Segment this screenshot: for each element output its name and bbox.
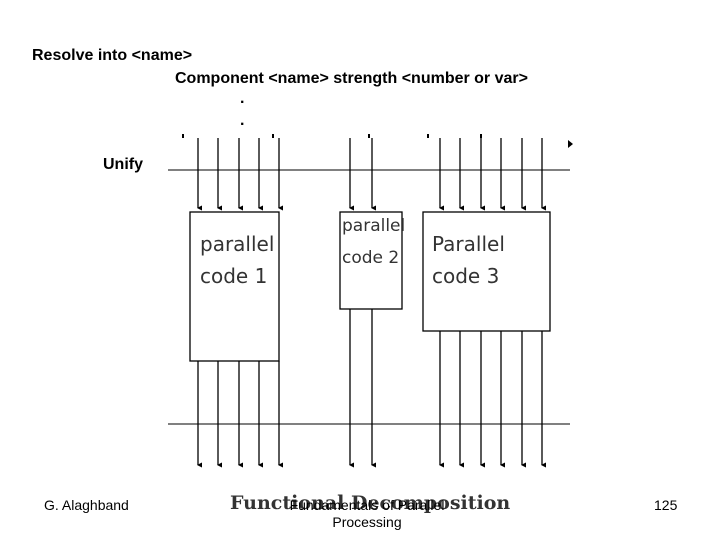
- arrow-lines: [196, 138, 547, 468]
- code-box-1-label-line2: code 1: [200, 264, 267, 288]
- unify-label: Unify: [103, 156, 143, 173]
- cut-mark: [427, 134, 429, 138]
- code-box-1: [189, 211, 280, 362]
- ellipsis-dot-2: .: [240, 112, 245, 129]
- cut-mark: [480, 134, 482, 138]
- code-box-2: [339, 211, 403, 310]
- code-box-3-label-line1: Parallel: [432, 232, 505, 256]
- code-box-3-label-line2: code 3: [432, 264, 499, 288]
- figure-caption: Functional Decomposition: [230, 492, 511, 514]
- cut-mark: [368, 134, 370, 138]
- course-title-line1: Fundamentals of Parallel: [289, 497, 445, 513]
- course-title: Fundamentals of Parallel Processing: [282, 497, 452, 531]
- resolve-line: Resolve into <name>: [32, 47, 193, 64]
- cut-mark: [272, 134, 274, 138]
- component-line: Component <name> strength <number or var…: [175, 70, 528, 87]
- cut-mark: [182, 134, 184, 138]
- bus-lines: [168, 169, 570, 425]
- author-name: G. Alaghband: [44, 497, 129, 513]
- code-boxes: parallel code 1 parallel code 2 Parallel code…: [189, 211, 551, 362]
- ellipsis-dot-1: .: [240, 90, 245, 107]
- code-box-2-label-line2: code 2: [342, 248, 399, 268]
- code-box-1-label-line1: parallel: [200, 232, 274, 256]
- code-box-2-label-line1: parallel: [342, 216, 405, 236]
- cut-arrowhead: [568, 140, 573, 148]
- course-title-line2: Processing: [332, 514, 402, 530]
- page-number: 125: [654, 497, 678, 513]
- code-box-3: [422, 211, 551, 332]
- cut-edge-marks: [182, 134, 573, 148]
